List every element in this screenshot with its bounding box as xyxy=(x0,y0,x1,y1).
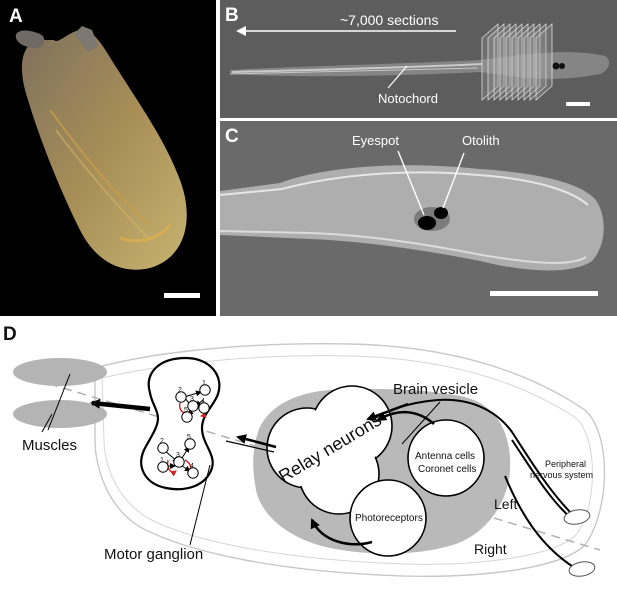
mg-bottom-node-5: 5 xyxy=(187,434,191,441)
muscle-lower xyxy=(13,400,107,428)
panel-c-illustration xyxy=(220,150,604,296)
eyespot-label: Eyespot xyxy=(352,133,399,148)
panel-d-neural-schematic: D Muscles Motor ganglion Relay neurons B… xyxy=(0,320,617,591)
mg-bottom-node-3: 3 xyxy=(176,452,180,459)
mg-top-node-1: 1 xyxy=(202,380,206,387)
panel-b-letter: B xyxy=(225,5,239,26)
motor-ganglion-label: Motor ganglion xyxy=(104,546,204,563)
mg-bottom-node-1: 1 xyxy=(160,457,164,464)
panel-c-letter: C xyxy=(225,126,239,147)
muscle-upper xyxy=(13,358,107,386)
relay-neurons xyxy=(266,385,393,515)
otolith-label: Otolith xyxy=(462,133,500,148)
mg-bottom-node-4: 4 xyxy=(190,463,194,470)
panel-b-illustration xyxy=(229,23,610,106)
mg-network-bottom xyxy=(157,438,199,479)
antenna-cells-label: Antenna cells xyxy=(415,451,476,462)
muscles-label: Muscles xyxy=(22,437,78,454)
panel-b-eyespot-dot xyxy=(552,62,560,70)
mg-network-top xyxy=(175,384,211,423)
panel-c-otolith xyxy=(434,207,448,219)
brain-vesicle-label: Brain vesicle xyxy=(393,381,479,398)
section-stack xyxy=(481,23,553,101)
panel-b-sections-photo: B ~7,000 sections Notochord xyxy=(220,0,617,118)
mg-top-node-2: 2 xyxy=(178,387,182,394)
panel-c-sensory-photo: C Eyespot Otolith xyxy=(220,121,617,316)
antenna-coronet-cells xyxy=(407,419,485,497)
peripheral-label-line1: Peripheral xyxy=(545,459,587,469)
panel-a-letter: A xyxy=(9,6,23,27)
photoreceptors xyxy=(349,479,427,557)
photoreceptors-label: Photoreceptors xyxy=(355,513,423,524)
panel-d-diagram xyxy=(13,343,606,577)
mg-top-node-5: 5 xyxy=(184,407,188,414)
panel-a-larva-photo: A xyxy=(0,0,216,316)
arrow-head-left xyxy=(236,26,246,36)
notochord-label: Notochord xyxy=(378,91,438,106)
larva-photo-illustration xyxy=(15,26,200,298)
mg-top-node-3: 3 xyxy=(190,396,194,403)
left-label: Left xyxy=(494,496,518,512)
panel-d-letter: D xyxy=(3,324,17,345)
coronet-cells-label: Coronet cells xyxy=(418,464,477,475)
panel-c-eyespot xyxy=(418,216,436,230)
right-label: Right xyxy=(474,541,507,557)
peripheral-label-line2: nervous system xyxy=(530,470,594,480)
mg-bottom-node-2: 2 xyxy=(160,438,164,445)
mg-top-node-4: 4 xyxy=(201,398,205,405)
motor-ganglion xyxy=(140,356,221,491)
sections-label: ~7,000 sections xyxy=(340,12,439,28)
